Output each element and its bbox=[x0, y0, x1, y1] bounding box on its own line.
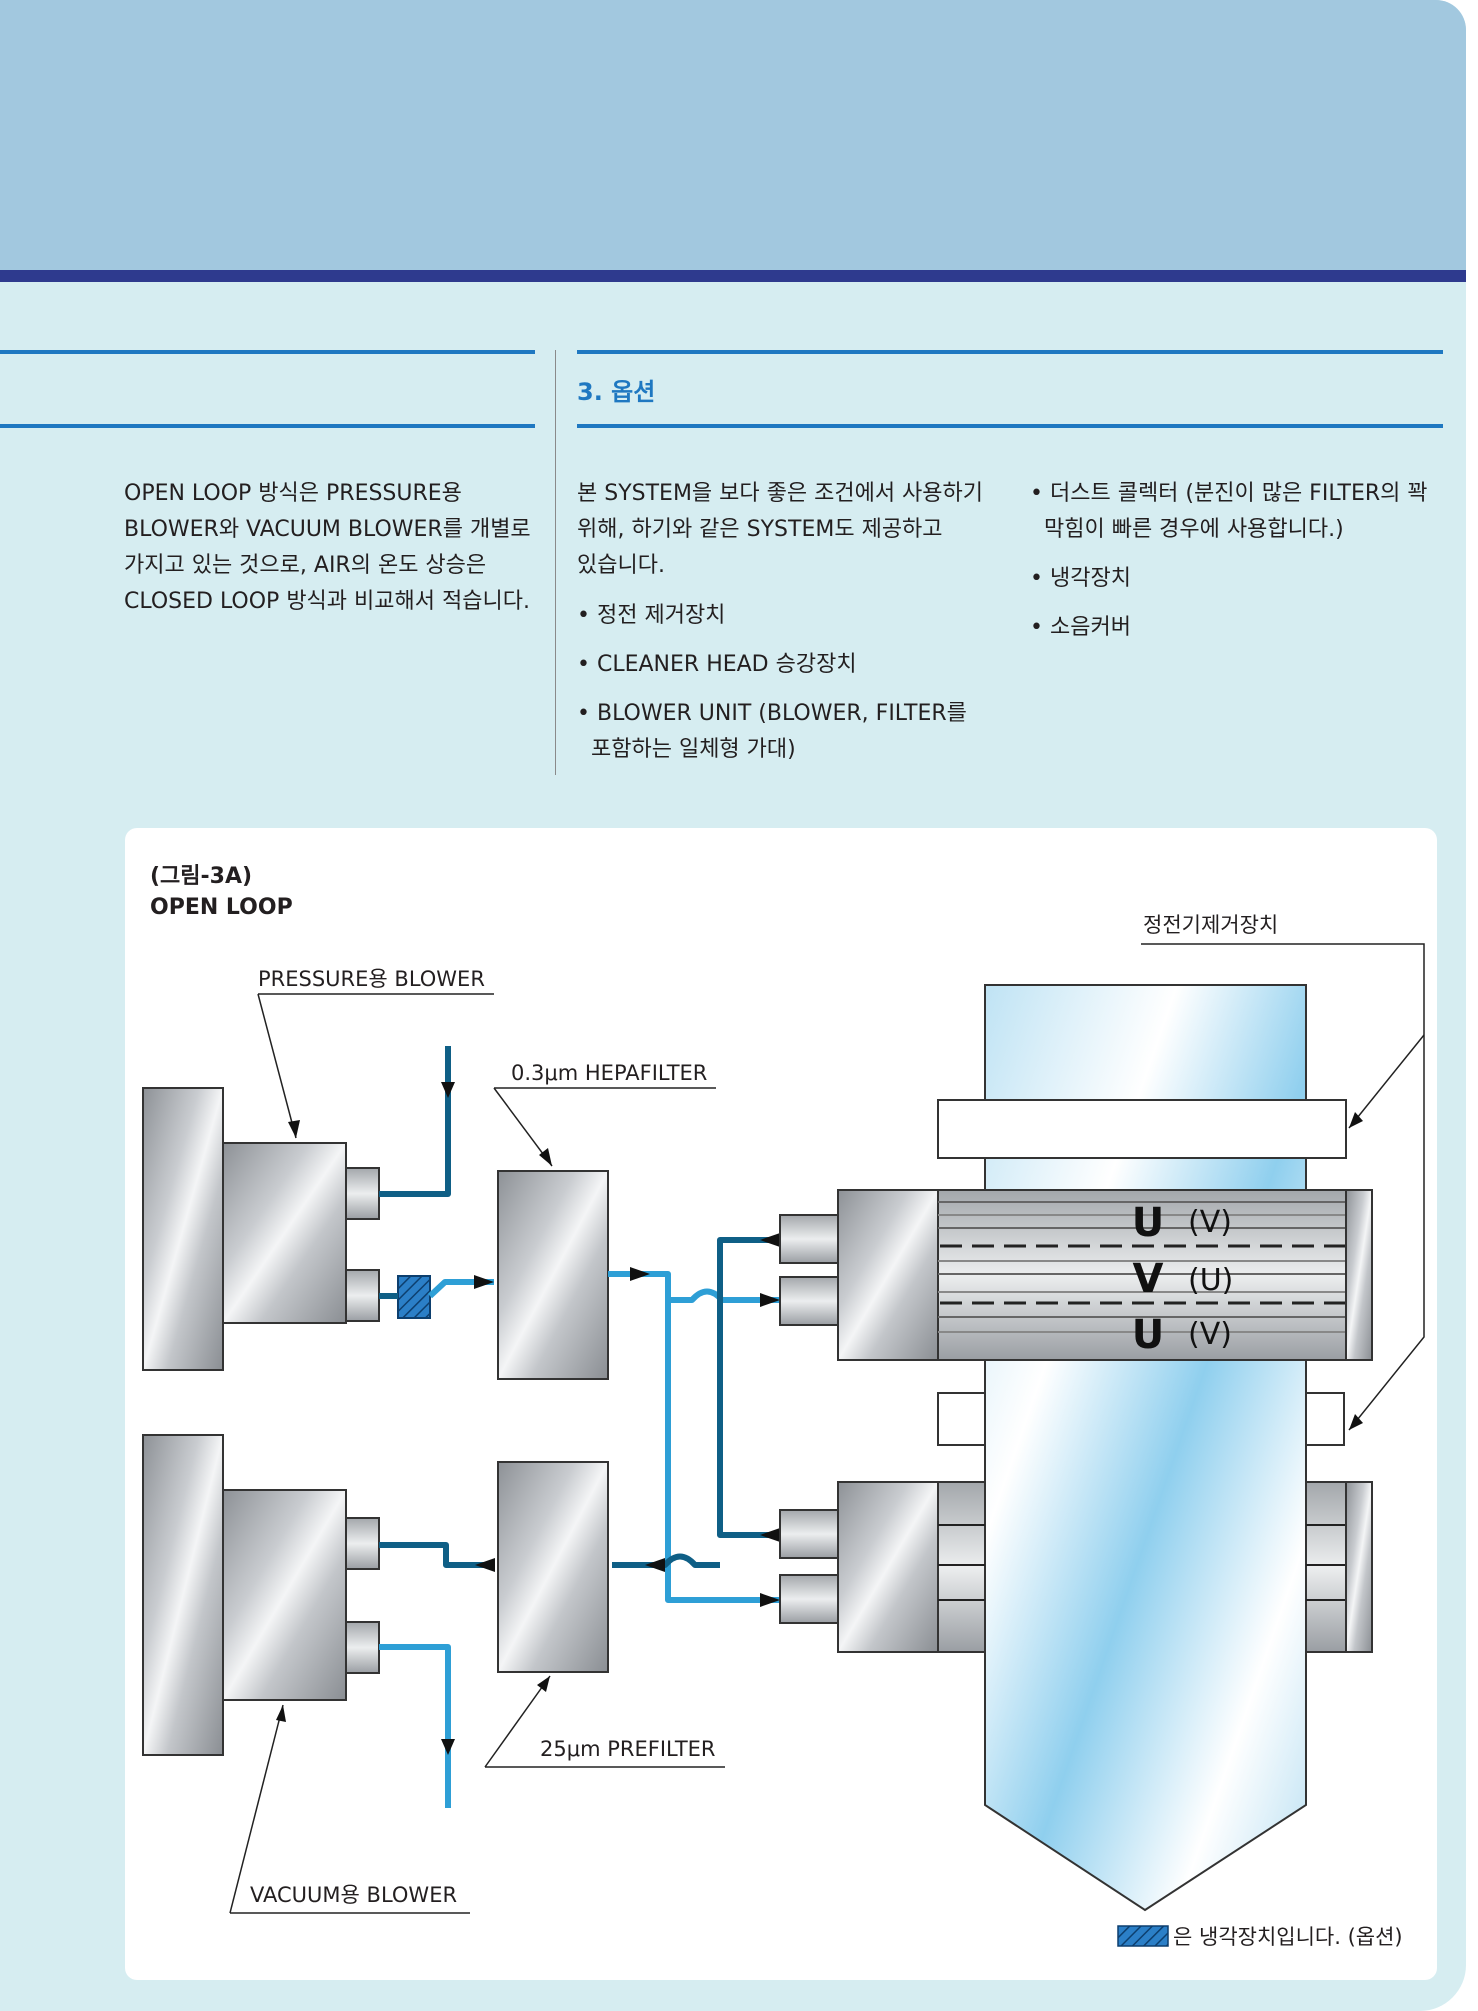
bullet-item: 소음커버 bbox=[1030, 610, 1440, 646]
left-line: 가지고 있는 것으로, AIR의 온도 상승은 bbox=[124, 553, 487, 578]
bullet-item: BLOWER UNIT (BLOWER, FILTER를 포함하는 일체형 가대… bbox=[577, 696, 967, 768]
pipes bbox=[379, 1046, 780, 1808]
section-title: 3. 옵션 bbox=[577, 378, 656, 406]
bullet-item: 더스트 콜렉터 (분진이 많은 FILTER의 꽉막힘이 빠른 경우에 사용합니… bbox=[1030, 476, 1440, 548]
header-rule bbox=[0, 270, 1466, 282]
static-eliminator-bar bbox=[937, 1099, 1347, 1159]
left-line: CLOSED LOOP 방식과 비교해서 적습니다. bbox=[124, 589, 530, 614]
leader-lines bbox=[229, 943, 1425, 1914]
label-prefilter: 25μm PREFILTER bbox=[540, 1737, 716, 1761]
legend-swatch bbox=[1117, 1925, 1169, 1947]
roller-mark-main: U bbox=[1132, 1312, 1164, 1358]
roller-mark-sub: (V) bbox=[1188, 1205, 1232, 1240]
bullet-item: 냉각장치 bbox=[1030, 561, 1440, 597]
lower-cleaner-head bbox=[779, 1481, 1373, 1653]
figure-caption-title: OPEN LOOP bbox=[150, 895, 293, 920]
figure-caption-id: (그림-3A) bbox=[150, 864, 253, 889]
pressure-blower bbox=[142, 1087, 380, 1371]
roller-mark-main: U bbox=[1132, 1200, 1164, 1246]
middle-intro: 본 SYSTEM을 보다 좋은 조건에서 사용하기 위해, 하기와 같은 SYS… bbox=[577, 476, 997, 584]
flow-arrows bbox=[441, 1082, 780, 1755]
column-divider bbox=[555, 350, 556, 775]
label-vacuum-blower: VACUUM용 BLOWER bbox=[250, 1883, 457, 1907]
roller-mark-sub: (U) bbox=[1188, 1263, 1233, 1298]
roller-mark-main: V bbox=[1133, 1256, 1164, 1302]
static-eliminator-block bbox=[937, 1392, 986, 1446]
left-bottom-rule bbox=[0, 424, 535, 428]
bullet-item: CLEANER HEAD 승강장치 bbox=[577, 647, 967, 683]
legend-text: 은 냉각장치입니다. (옵션) bbox=[1173, 1925, 1403, 1949]
roller-mark-sub: (V) bbox=[1188, 1317, 1232, 1352]
static-eliminator-block bbox=[1305, 1392, 1345, 1446]
right-bottom-rule bbox=[577, 424, 1443, 428]
vacuum-blower bbox=[142, 1434, 380, 1756]
intro-line: 있습니다. bbox=[577, 553, 665, 578]
cooling-unit bbox=[397, 1275, 431, 1319]
upper-cleaner-head: U (V) V (U) U (V) bbox=[779, 1189, 1373, 1361]
right-bullet-list: 더스트 콜렉터 (분진이 많은 FILTER의 꽉막힘이 빠른 경우에 사용합니… bbox=[1030, 476, 1440, 646]
left-paragraph: OPEN LOOP 방식은 PRESSURE용 BLOWER와 VACUUM B… bbox=[124, 476, 544, 620]
left-line: BLOWER와 VACUUM BLOWER를 개별로 bbox=[124, 517, 531, 542]
label-pressure-blower: PRESSURE용 BLOWER bbox=[258, 967, 485, 991]
left-top-rule bbox=[0, 350, 535, 354]
left-line: OPEN LOOP 방식은 PRESSURE용 bbox=[124, 481, 462, 506]
label-static-eliminator: 정전기제거장치 bbox=[1143, 913, 1278, 937]
prefilter bbox=[497, 1461, 609, 1673]
middle-bullet-list: 정전 제거장치 CLEANER HEAD 승강장치 BLOWER UNIT (B… bbox=[577, 598, 967, 768]
leader-arrowheads bbox=[276, 1112, 1363, 1722]
hepa-filter bbox=[497, 1170, 609, 1380]
intro-line: 위해, 하기와 같은 SYSTEM도 제공하고 bbox=[577, 517, 943, 542]
bullet-item: 정전 제거장치 bbox=[577, 598, 967, 634]
header-band bbox=[0, 0, 1466, 270]
intro-line: 본 SYSTEM을 보다 좋은 조건에서 사용하기 bbox=[577, 481, 984, 506]
right-top-rule bbox=[577, 350, 1443, 354]
label-hepa-filter: 0.3μm HEPAFILTER bbox=[511, 1061, 707, 1085]
